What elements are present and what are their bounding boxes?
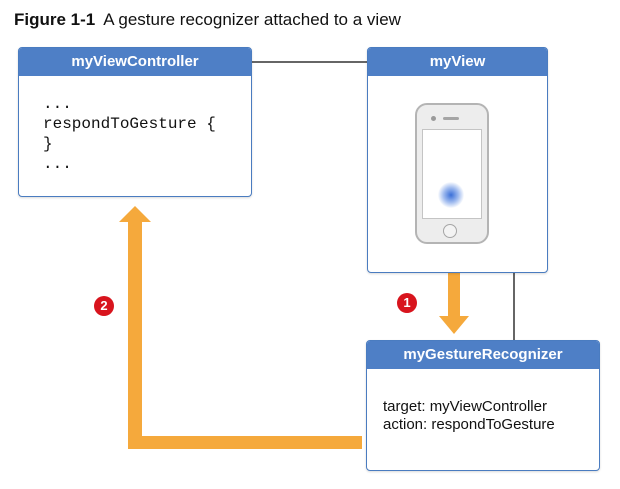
view-controller-code: ... respondToGesture { } ... xyxy=(19,76,251,174)
view-title: myView xyxy=(368,48,547,76)
figure-title: A gesture recognizer attached to a view xyxy=(103,10,401,29)
target-line: target: myViewController xyxy=(383,398,547,415)
view-controller-title: myViewController xyxy=(19,48,251,76)
view-controller-box: myViewController ... respondToGesture { … xyxy=(18,47,252,197)
touch-point-icon xyxy=(438,182,464,208)
figure-number: Figure 1-1 xyxy=(14,10,96,29)
view-box: myView xyxy=(367,47,548,273)
code-line: ... xyxy=(43,155,72,173)
home-button-icon xyxy=(443,224,457,238)
arrow-touch-to-recognizer xyxy=(439,250,469,334)
gesture-recognizer-details: target: myViewController action: respond… xyxy=(367,369,599,434)
code-line: ... xyxy=(43,95,72,113)
code-line: } xyxy=(43,135,53,153)
speaker-icon xyxy=(443,117,459,120)
figure-caption: Figure 1-1 A gesture recognizer attached … xyxy=(14,10,401,30)
arrow-recognizer-to-controller xyxy=(119,206,362,449)
step-2-badge: 2 xyxy=(94,296,114,316)
gesture-recognizer-box: myGestureRecognizer target: myViewContro… xyxy=(366,340,600,471)
phone-screen xyxy=(422,129,482,219)
step-1-badge: 1 xyxy=(397,293,417,313)
action-line: action: respondToGesture xyxy=(383,416,555,433)
camera-icon xyxy=(431,116,436,121)
gesture-recognizer-title: myGestureRecognizer xyxy=(367,341,599,369)
code-line: respondToGesture { xyxy=(43,115,216,133)
iphone-icon xyxy=(415,103,489,244)
